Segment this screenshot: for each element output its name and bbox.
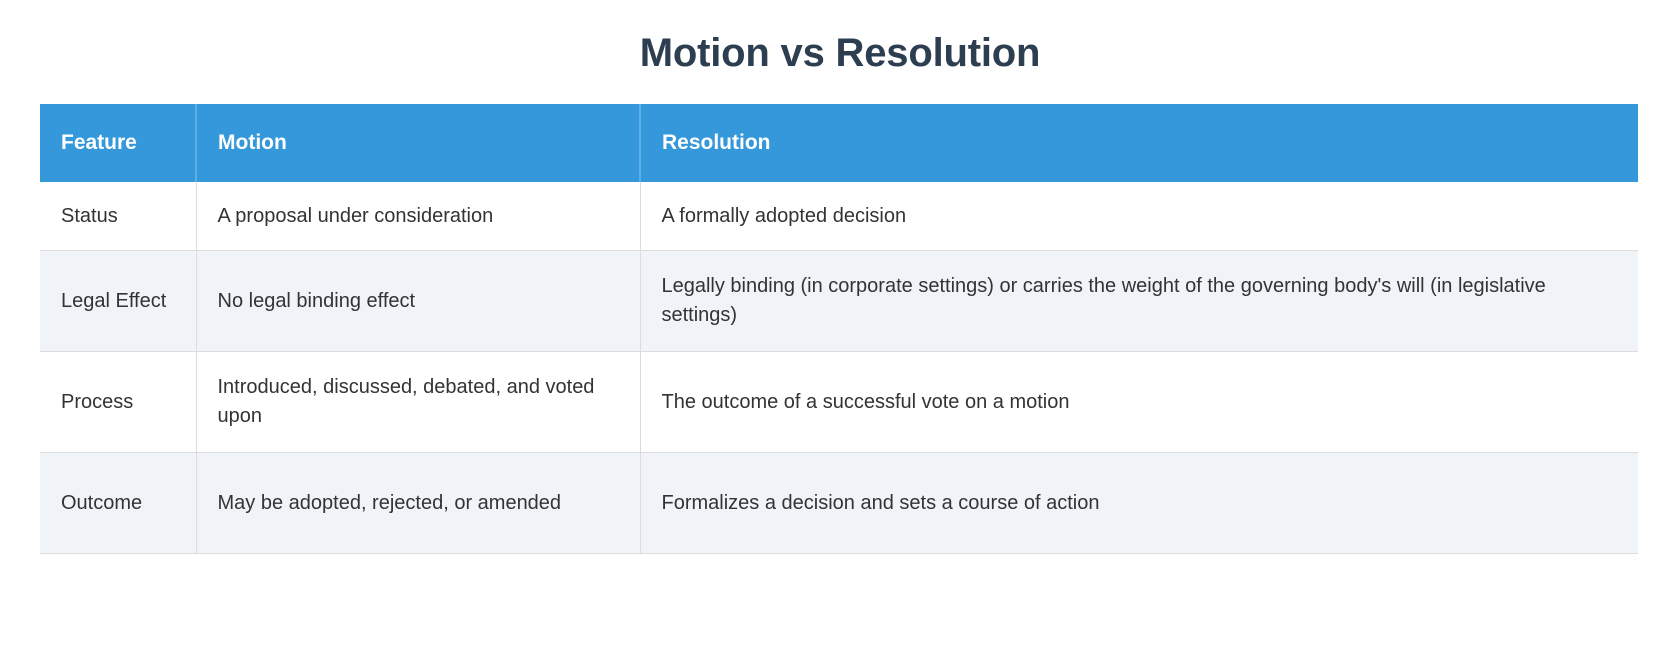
cell-motion: A proposal under consideration — [196, 182, 641, 252]
cell-feature: Status — [40, 182, 197, 252]
table-row: Legal Effect No legal binding effect Leg… — [40, 250, 1638, 353]
cell-motion: May be adopted, rejected, or amended — [196, 452, 641, 555]
cell-feature: Legal Effect — [40, 250, 197, 353]
cell-resolution: A formally adopted decision — [640, 182, 1638, 252]
cell-resolution: Legally binding (in corporate settings) … — [640, 250, 1638, 353]
table-row: Status A proposal under consideration A … — [40, 182, 1638, 252]
cell-feature: Outcome — [40, 452, 197, 555]
table-header: Feature Motion Resolution — [40, 104, 1638, 183]
cell-resolution: The outcome of a successful vote on a mo… — [640, 351, 1638, 454]
table-header-row: Feature Motion Resolution — [40, 104, 1638, 183]
page-title: Motion vs Resolution — [639, 31, 1041, 75]
cell-resolution: Formalizes a decision and sets a course … — [640, 452, 1638, 555]
cell-motion: No legal binding effect — [196, 250, 641, 353]
comparison-table: Feature Motion Resolution Status A propo… — [40, 104, 1638, 555]
table-body: Status A proposal under consideration A … — [40, 182, 1638, 555]
column-header-resolution[interactable]: Resolution — [640, 104, 1638, 183]
table-row: Process Introduced, discussed, debated, … — [40, 351, 1638, 454]
comparison-table-container: Feature Motion Resolution Status A propo… — [40, 104, 1638, 555]
table-row: Outcome May be adopted, rejected, or ame… — [40, 452, 1638, 555]
column-header-motion[interactable]: Motion — [196, 104, 641, 183]
cell-motion: Introduced, discussed, debated, and vote… — [196, 351, 641, 454]
column-header-feature[interactable]: Feature — [40, 104, 197, 183]
cell-feature: Process — [40, 351, 197, 454]
